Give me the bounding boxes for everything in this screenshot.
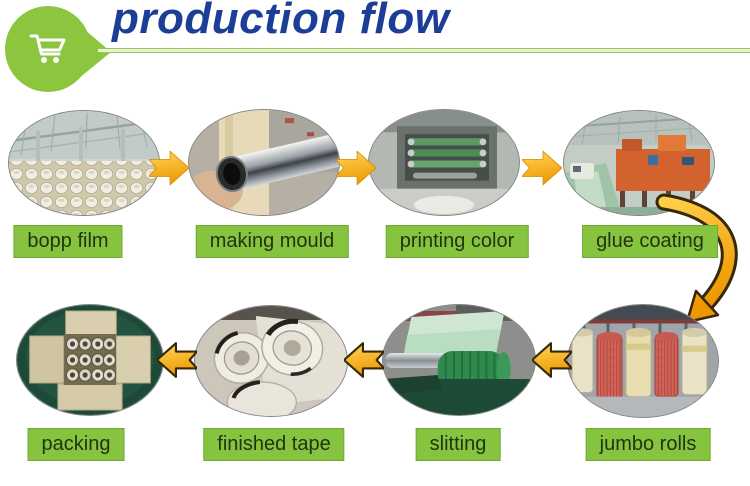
step-label-packing: packing: [27, 428, 125, 461]
step-label-jumbo-rolls: jumbo rolls: [585, 428, 711, 461]
step-label-printing-color: printing color: [385, 225, 529, 258]
arrow-right-icon: [336, 150, 376, 186]
curved-arrow-down-icon: [655, 193, 738, 324]
shopping-cart-icon: [29, 34, 66, 63]
arrow-left-icon: [157, 342, 197, 378]
photo-jumbo-rolls: [567, 304, 719, 418]
step-label-bopp-film: bopp film: [13, 225, 123, 258]
step-label-glue-coating: glue coating: [582, 225, 718, 258]
step-label-slitting: slitting: [415, 428, 501, 461]
arrow-left-icon: [532, 342, 572, 378]
arrow-left-icon: [344, 342, 384, 378]
photo-making-mould: [188, 109, 340, 216]
photo-slitting: [382, 304, 536, 416]
header-underline: [98, 48, 750, 53]
step-label-making-mould: making mould: [195, 225, 349, 258]
header: production flow: [0, 0, 750, 100]
cart-badge: [5, 6, 111, 92]
photo-packing: [16, 304, 164, 416]
arrow-right-icon: [149, 150, 189, 186]
step-label-finished-tape: finished tape: [203, 428, 345, 461]
photo-glue-coating: [563, 110, 715, 216]
photo-bopp-film: [8, 110, 160, 216]
photo-finished-tape: [194, 305, 348, 417]
photo-printing-color: [368, 109, 520, 216]
arrow-right-icon: [522, 150, 562, 186]
page-title: production flow: [112, 0, 450, 43]
